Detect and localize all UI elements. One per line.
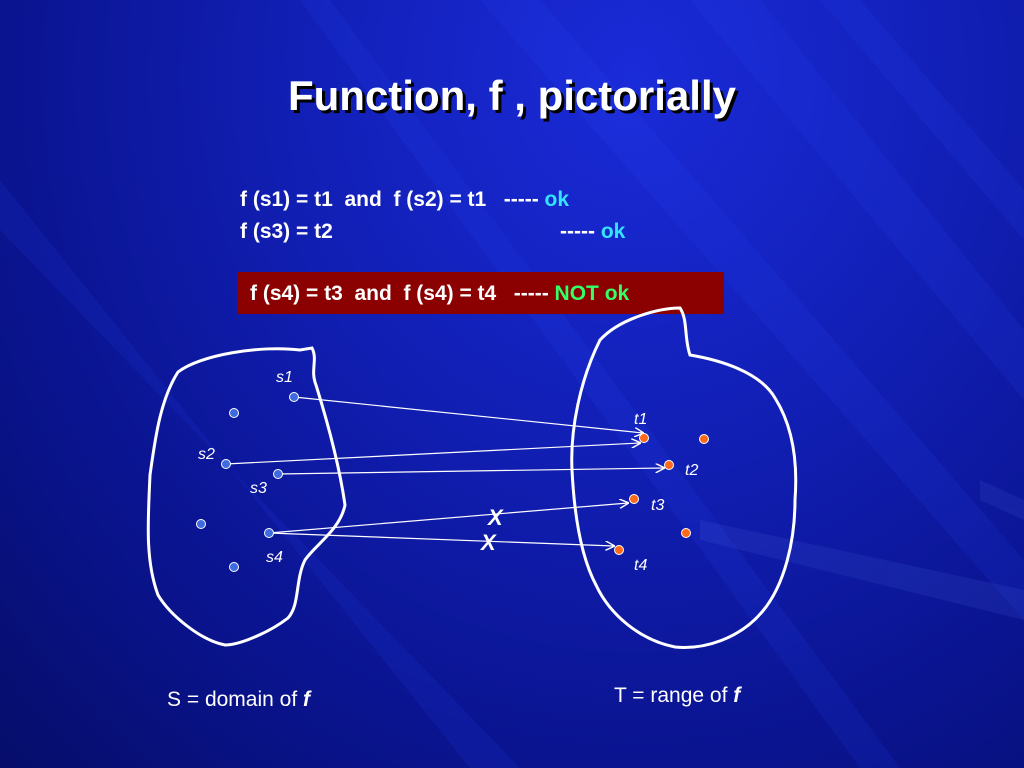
range-caption-text: T = range of	[614, 684, 734, 707]
mapping-line-s3-status: ----- ok	[560, 220, 625, 244]
domain-point-s1	[289, 392, 299, 402]
arrow-s3-t2	[277, 468, 664, 475]
domain-caption: S = domain of f	[167, 688, 310, 712]
mapping-text: f (s3) = t2	[240, 220, 333, 243]
range-point-unmapped	[681, 528, 691, 538]
arrow-s2-t1	[225, 443, 640, 465]
mapping-line-s4: f (s4) = t3 and f (s4) = t4 ----- NOT ok	[250, 282, 629, 306]
range-point-t3	[629, 494, 639, 504]
slide-title: Function, f , pictorially	[287, 72, 736, 119]
domain-label-s2: s2	[198, 446, 215, 463]
cross-mark-t3: X	[486, 505, 504, 530]
status-ok: ok	[544, 188, 570, 211]
range-label-t3: t3	[651, 497, 664, 514]
cross-mark-t4: X	[479, 530, 497, 555]
status-dashes: -----	[560, 220, 601, 243]
status-not-ok: NOT ok	[554, 282, 630, 305]
range-set-outline	[570, 306, 798, 649]
domain-point-unmapped	[229, 562, 239, 572]
range-point-t1	[639, 433, 649, 443]
range-label-t4: t4	[634, 557, 647, 574]
mapping-line-s1-s2: f (s1) = t1 and f (s2) = t1 ----- ok	[240, 188, 569, 212]
arrow-s1-t1	[293, 396, 643, 433]
domain-point-s4	[264, 528, 274, 538]
domain-point-unmapped	[229, 408, 239, 418]
domain-label-s1: s1	[276, 369, 293, 386]
domain-label-s3: s3	[250, 480, 267, 497]
mapping-line-s3: f (s3) = t2	[240, 220, 333, 244]
domain-point-unmapped	[196, 519, 206, 529]
range-label-t1: t1	[634, 411, 647, 428]
range-point-t4	[614, 545, 624, 555]
domain-label-s4: s4	[266, 549, 283, 566]
arrow-s4-t4	[268, 532, 614, 546]
mapping-text: f (s1) = t1 and f (s2) = t1 -----	[240, 188, 545, 211]
mapping-text: f (s4) = t3 and f (s4) = t4 -----	[250, 282, 555, 305]
domain-point-s2	[221, 459, 231, 469]
domain-caption-text: S = domain of	[167, 688, 303, 711]
range-point-t2	[664, 460, 674, 470]
status-ok: ok	[600, 220, 626, 243]
warning-box	[238, 272, 724, 314]
domain-caption-symbol: f	[303, 688, 310, 711]
range-point-unmapped	[699, 434, 709, 444]
range-caption-symbol: f	[733, 684, 741, 707]
domain-set-outline	[146, 346, 347, 647]
domain-point-s3	[273, 469, 283, 479]
range-caption: T = range of f	[614, 684, 740, 708]
arrow-s4-t3	[268, 503, 628, 534]
range-label-t2: t2	[685, 462, 698, 479]
